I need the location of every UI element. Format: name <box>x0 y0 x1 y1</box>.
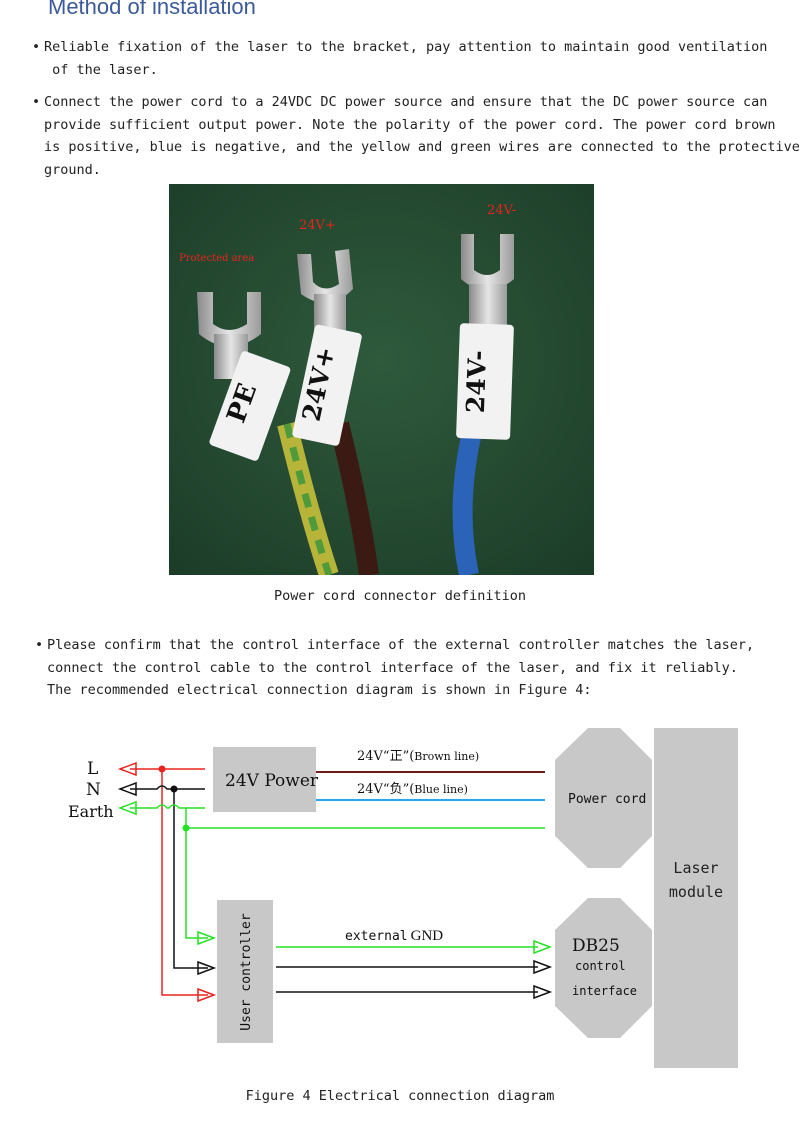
electrical-diagram: L N Earth 24V Power 24V“正”(Brown line) 2… <box>68 728 738 1068</box>
brown-line-label: 24V“正”(Brown line) <box>357 749 479 764</box>
bullet-line: of the laser. <box>44 61 158 78</box>
bullet-line: Reliable fixation of the laser to the br… <box>44 39 768 55</box>
bullet-dot: • <box>32 94 41 110</box>
section-heading: Method of installation <box>48 0 256 19</box>
brown-wire <box>329 421 379 575</box>
power-cord-label: Power cord <box>568 792 646 807</box>
bullet-line: Connect the power cord to a 24VDC DC pow… <box>44 94 768 110</box>
laser-module-label-line2: module <box>669 883 723 901</box>
db25-block <box>555 898 652 1038</box>
laser-module-label-line1: Laser <box>673 859 718 877</box>
label-l: L <box>87 759 98 779</box>
blue-line-label: 24V“负”(Blue line) <box>357 782 468 797</box>
bullet-line: connect the control cable to the control… <box>47 659 738 676</box>
live-wiring <box>117 761 217 1003</box>
bullet-control-interface: •Please confirm that the control interfa… <box>35 634 754 702</box>
db25-sub-label-2: interface <box>572 984 637 998</box>
protected-area-label: Protected area <box>179 253 254 264</box>
sleeve-neg-text: 24V- <box>461 350 492 414</box>
user-controller-box <box>217 900 273 1043</box>
power-cord-block <box>555 728 652 868</box>
bullet-line: ground. <box>44 161 101 178</box>
user-controller-label: User controller <box>239 913 254 1031</box>
pos-label: 24V+ <box>299 218 336 233</box>
power-supply-box <box>213 747 316 812</box>
bullet-dot: • <box>32 39 41 55</box>
power-box-label: 24V Power <box>225 771 319 791</box>
db25-label: DB25 <box>572 936 620 956</box>
laser-module-box <box>654 728 738 1068</box>
label-n: N <box>86 780 101 800</box>
neg-label: 24V- <box>487 203 516 218</box>
bullet-line: provide sufficient output power. Note th… <box>44 116 776 133</box>
blue-wire <box>452 421 484 575</box>
bullet-line: Please confirm that the control interfac… <box>47 637 755 653</box>
bullet-ventilation: •Reliable fixation of the laser to the b… <box>32 36 767 81</box>
bullet-line: is positive, blue is negative, and the y… <box>44 139 800 155</box>
neg-sleeve: 24V- <box>456 323 514 440</box>
yellow-green-stripe <box>283 423 333 575</box>
neutral-wiring <box>117 781 217 976</box>
controller-to-db25-wiring <box>276 939 553 1000</box>
earth-wiring <box>117 800 545 946</box>
bullet-power-cord: •Connect the power cord to a 24VDC DC po… <box>32 91 800 181</box>
bullet-dot: • <box>35 637 44 653</box>
label-earth: Earth <box>68 802 114 821</box>
figure-caption: Figure 4 Electrical connection diagram <box>245 1088 555 1104</box>
photo-caption: Power cord connector definition <box>274 588 526 604</box>
power-cord-photo: PE 24V+ 24V- Protected area 24V+ 24V- <box>169 184 594 575</box>
db25-sub-label-1: control <box>575 959 626 973</box>
bullet-line: The recommended electrical connection di… <box>47 682 592 698</box>
